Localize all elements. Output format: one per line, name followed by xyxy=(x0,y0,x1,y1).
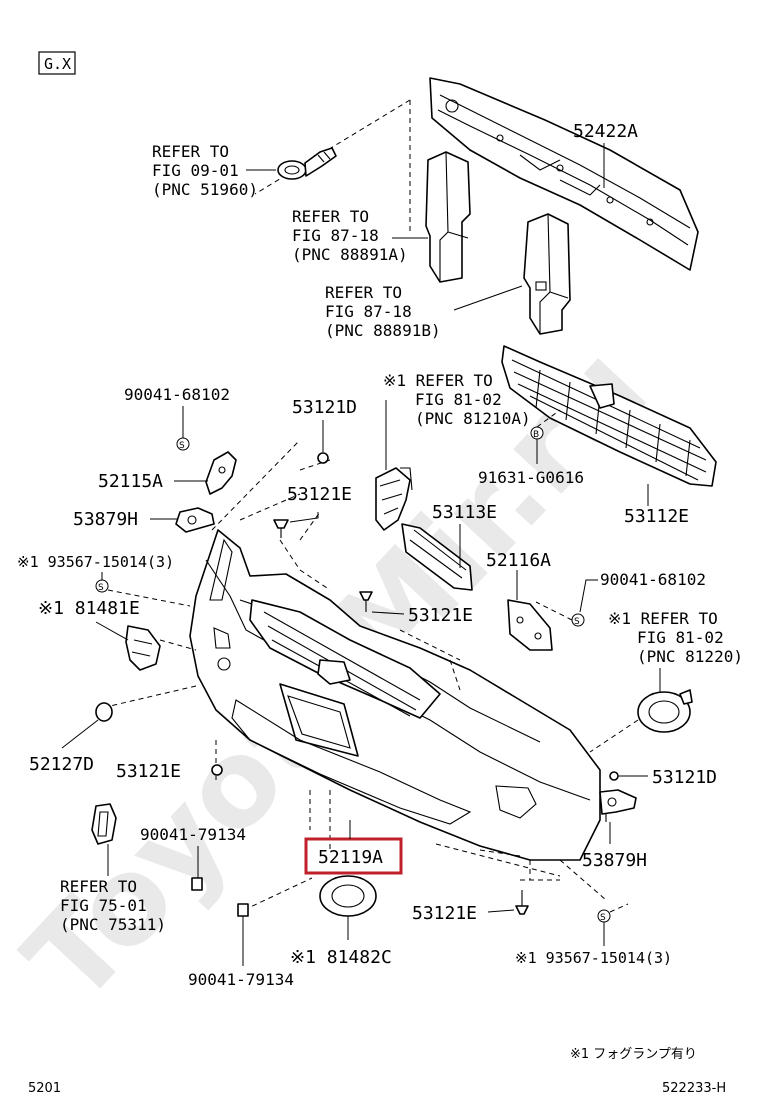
label-53112E: 53112E xyxy=(624,506,689,527)
towing-eye[interactable] xyxy=(277,147,337,180)
svg-text:S: S xyxy=(574,617,580,627)
svg-text:S: S xyxy=(179,441,185,451)
ref6-line2: FIG 75-01 xyxy=(60,896,147,915)
label-93567-a: ※1 93567-15014(3) xyxy=(17,553,174,571)
ref2-line1: REFER TO xyxy=(292,207,369,226)
ref1-line2: FIG 09-01 xyxy=(152,161,239,180)
bracket-52116A[interactable] xyxy=(507,599,553,651)
bracket-53879H-lower[interactable] xyxy=(599,789,637,822)
clip-53121E-mid[interactable] xyxy=(359,591,373,612)
label-52119A-box[interactable]: 52119A xyxy=(304,837,403,875)
fog-cover-81481E[interactable] xyxy=(125,625,161,671)
ref6-line3: (PNC 75311) xyxy=(60,915,166,934)
ref4-line1: ※1 REFER TO xyxy=(383,371,493,390)
ref1-line3: (PNC 51960) xyxy=(152,180,258,199)
label-52422A: 52422A xyxy=(573,121,638,142)
footer-right-code: 522233-H xyxy=(662,1081,726,1096)
label-90041-79134-a: 90041-79134 xyxy=(140,825,246,844)
ref3-line3: (PNC 88891B) xyxy=(325,321,441,340)
svg-text:S: S xyxy=(600,913,606,923)
ref2-line3: (PNC 88891A) xyxy=(292,245,408,264)
label-90041-68102-a: 90041-68102 xyxy=(124,385,230,404)
highlight-frame xyxy=(304,837,403,875)
clip-53121E-upper[interactable] xyxy=(273,519,289,538)
clip-53121E-lower-left[interactable] xyxy=(211,764,223,776)
clip-53121E-lower[interactable] xyxy=(515,890,529,915)
label-53121E-a: 53121E xyxy=(287,484,352,505)
lower-grille-53112E[interactable] xyxy=(501,345,717,487)
fog-lamp-81210A[interactable] xyxy=(375,467,413,531)
side-reflector-75311[interactable] xyxy=(91,803,117,845)
svg-text:B: B xyxy=(533,430,539,440)
ref5-line2: FIG 81-02 xyxy=(637,628,724,647)
ref4-line2: FIG 81-02 xyxy=(415,390,502,409)
label-91631: 91631-G0616 xyxy=(478,468,584,487)
label-52119A: 52119A xyxy=(318,847,383,868)
ref3-line2: FIG 87-18 xyxy=(325,302,412,321)
clip-91631[interactable]: B xyxy=(530,409,561,464)
label-53121D-a: 53121D xyxy=(292,397,357,418)
absorber-88891B[interactable] xyxy=(523,213,571,335)
ref5-line3: (PNC 81220) xyxy=(637,647,743,666)
label-81481E: ※1 81481E xyxy=(38,598,140,619)
label-53121D-b: 53121D xyxy=(652,767,717,788)
footer-note: ※1 フォグランプ有り xyxy=(570,1047,697,1062)
bumper-cover-52119A[interactable] xyxy=(189,529,601,861)
label-52115A: 52115A xyxy=(98,471,163,492)
label-81482C: ※1 81482C xyxy=(290,947,392,968)
bracket-53879H-upper[interactable] xyxy=(175,507,215,533)
label-53121E-b: 53121E xyxy=(408,605,473,626)
label-53879H-b: 53879H xyxy=(582,850,647,871)
clip-53121D-top[interactable] xyxy=(317,452,329,464)
bracket-52115A[interactable] xyxy=(205,451,237,495)
label-90041-68102-b: 90041-68102 xyxy=(600,570,706,589)
footer-left-code: 5201 xyxy=(28,1081,61,1096)
reinforcement-52422A[interactable] xyxy=(429,77,699,271)
ref6-line1: REFER TO xyxy=(60,877,137,896)
label-53113E: 53113E xyxy=(432,502,497,523)
fog-lamp-81220[interactable] xyxy=(637,689,693,733)
label-90041-79134-b: 90041-79134 xyxy=(188,970,294,989)
ref3-line1: REFER TO xyxy=(325,283,402,302)
ref5-line1: ※1 REFER TO xyxy=(608,609,718,628)
plug-52127D[interactable] xyxy=(95,702,113,722)
label-52127D: 52127D xyxy=(29,754,94,775)
emblem-base-53113E[interactable] xyxy=(401,523,473,591)
header-code-text: G.X xyxy=(44,55,71,73)
label-93567-b: ※1 93567-15014(3) xyxy=(515,949,672,967)
clip-90041-79134-a[interactable] xyxy=(191,877,203,891)
label-53879H-a: 53879H xyxy=(73,509,138,530)
label-53121E-d: 53121E xyxy=(412,903,477,924)
absorber-88891A[interactable] xyxy=(425,151,471,283)
ref2-line2: FIG 87-18 xyxy=(292,226,379,245)
header-code: G.X xyxy=(38,51,76,75)
svg-text:S: S xyxy=(98,583,104,593)
label-52116A: 52116A xyxy=(486,550,551,571)
clip-53121D-right[interactable] xyxy=(609,771,619,781)
fog-cover-81482C[interactable] xyxy=(319,875,377,917)
ref1-line1: REFER TO xyxy=(152,142,229,161)
label-53121E-c: 53121E xyxy=(116,761,181,782)
ref4-line3: (PNC 81210A) xyxy=(415,409,531,428)
clip-90041-79134-b[interactable] xyxy=(237,903,249,917)
